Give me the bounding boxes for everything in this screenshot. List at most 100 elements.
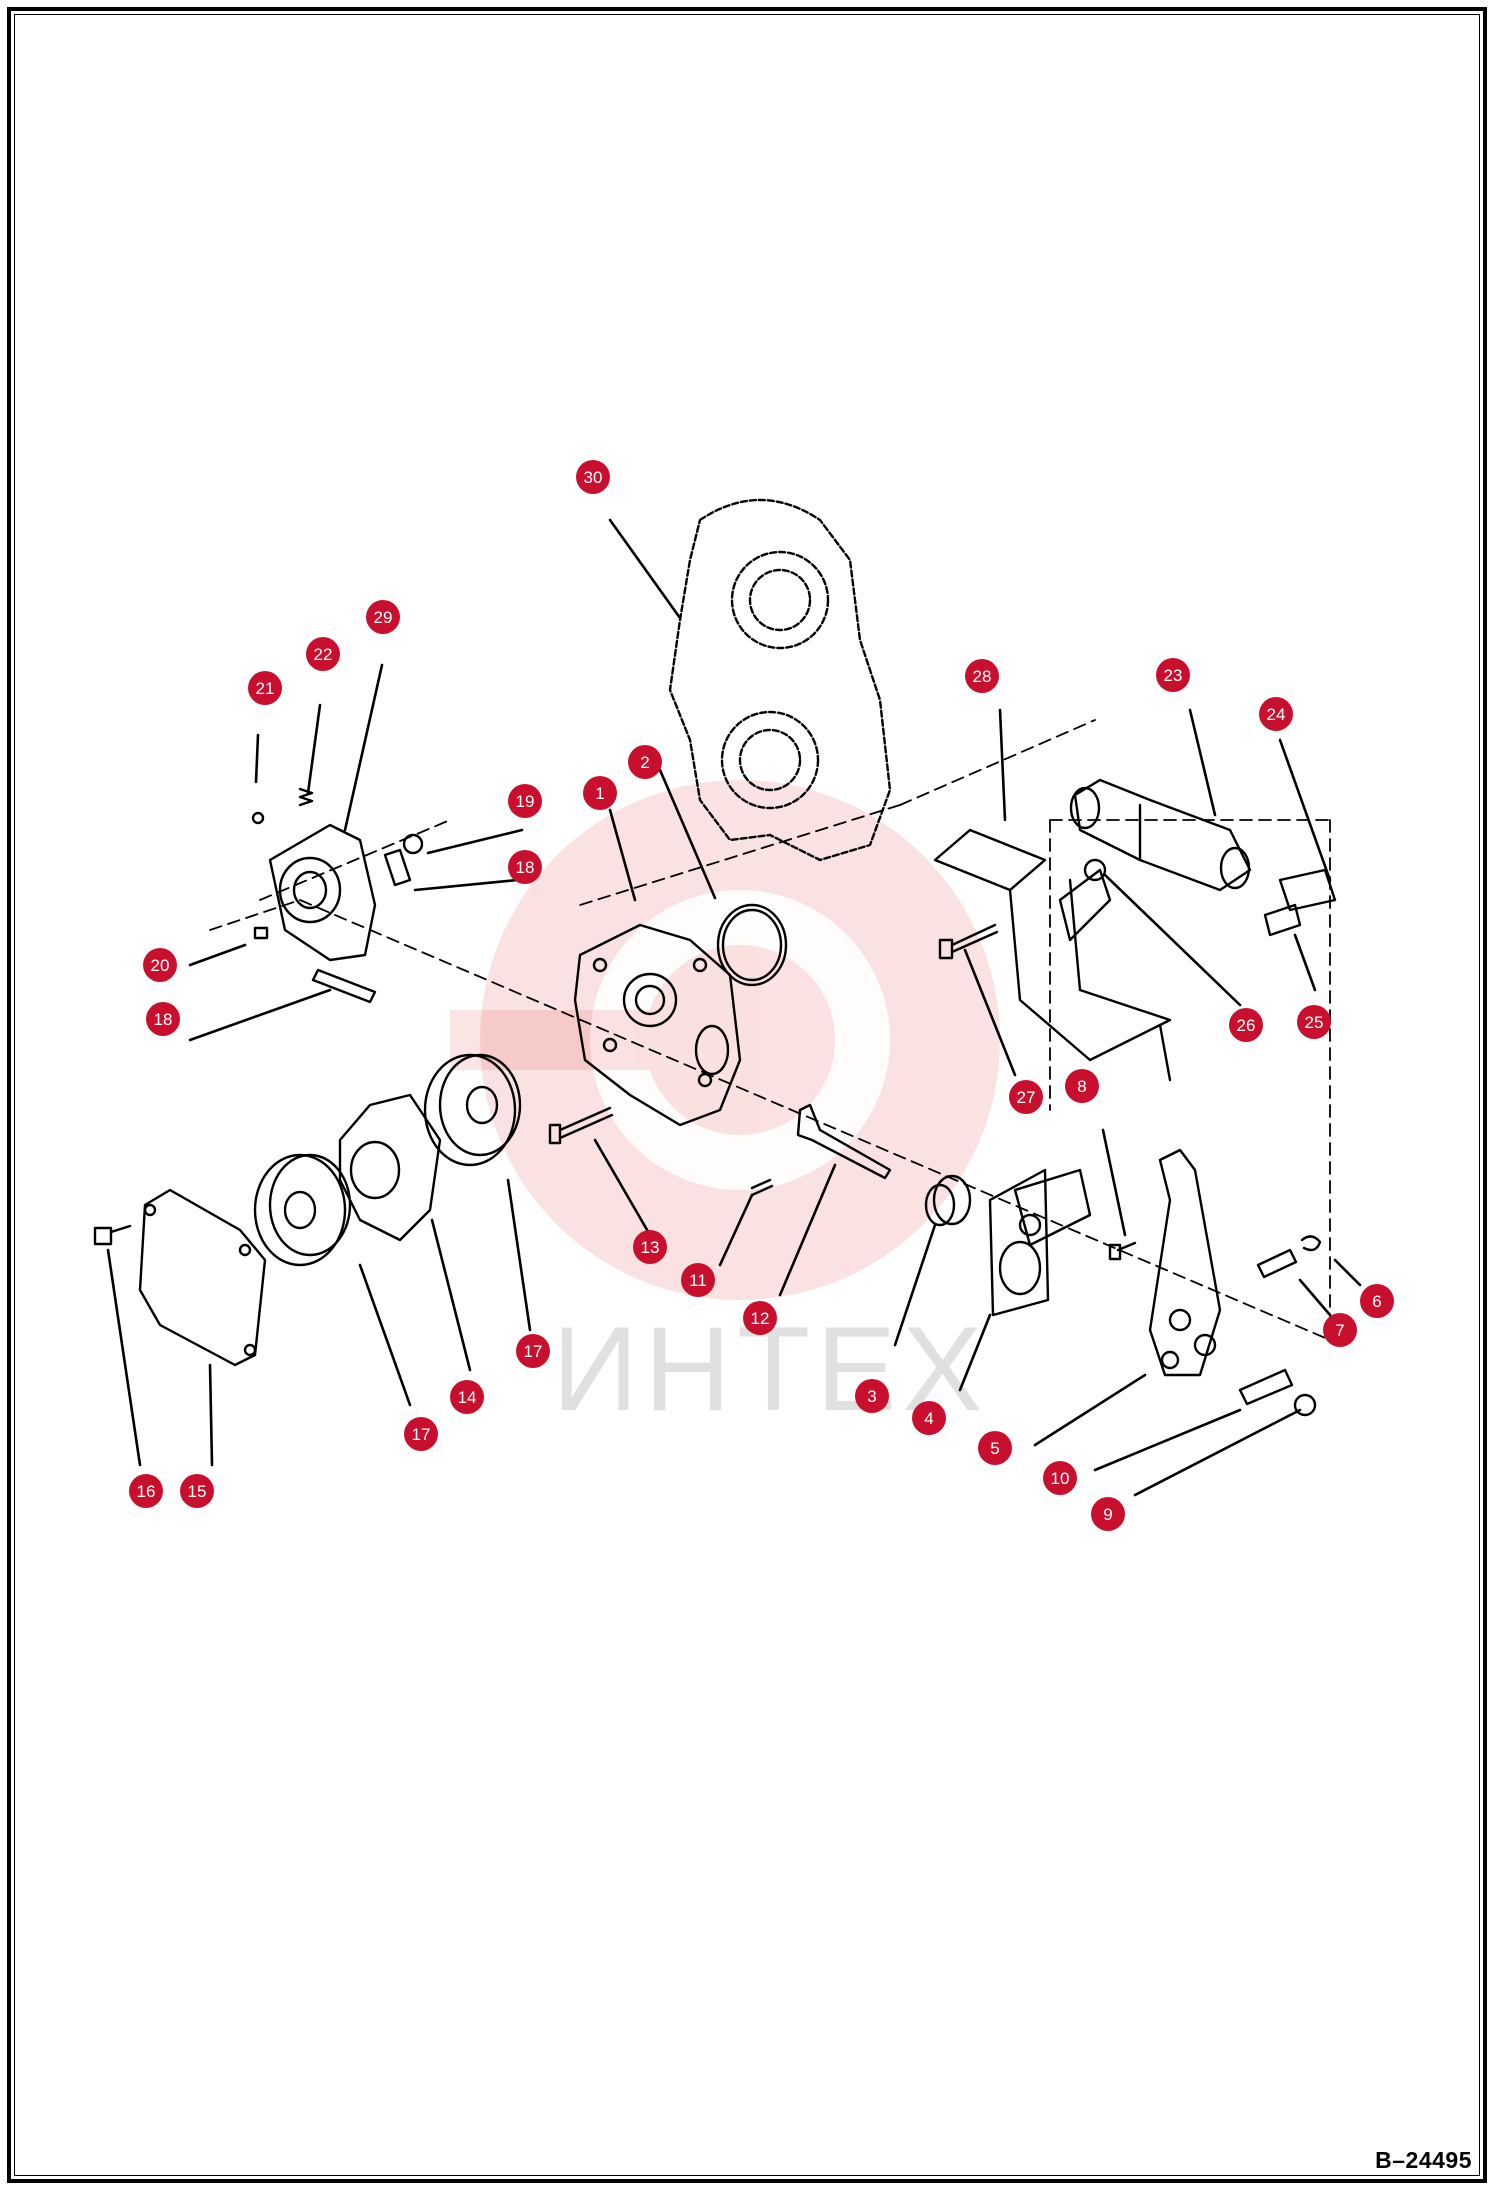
part-28-mounting-bracket [933,828,1172,1082]
diagram-border [7,7,1487,2183]
part-14-plate [338,1093,442,1242]
callout-6: 6 [1360,1284,1394,1318]
callout-10-label: 10 [1051,1469,1070,1488]
part-9-nut [1293,1393,1317,1417]
part-15-end-cover [138,1188,267,1367]
callout-28: 28 [965,659,999,693]
callout-24-label: 24 [1267,705,1286,724]
part-24-clevis [1278,868,1337,912]
callout-17-rear: 17 [516,1334,550,1368]
callout-3: 3 [855,1379,889,1413]
part-1-housing [573,923,742,1127]
part-18-link-lower [311,968,377,1004]
part-23-solenoid [1069,778,1252,892]
drawing-number: B–24495 [1375,2147,1472,2173]
callout-23-label: 23 [1164,666,1183,685]
part-27-bolt [938,923,999,960]
callout-3-label: 3 [867,1387,876,1406]
callout-20: 20 [143,948,177,982]
callout-4-label: 4 [924,1409,933,1428]
callout-8-label: 8 [1077,1077,1086,1096]
callout-30: 30 [576,460,610,494]
callout-19-label: 19 [516,792,535,811]
callout-6-label: 6 [1372,1292,1381,1311]
callout-1-label: 1 [595,784,604,803]
callout-14: 14 [450,1380,484,1414]
callout-10: 10 [1043,1461,1077,1495]
callout-1: 1 [583,776,617,810]
callout-29: 29 [366,600,400,634]
callout-9: 9 [1091,1497,1125,1531]
callout-28-label: 28 [973,667,992,686]
part-17-disc-rear [423,1053,522,1167]
part-2-o-ring [716,903,788,987]
callout-23: 23 [1156,658,1190,692]
callout-21: 21 [248,671,282,705]
callout-5: 5 [978,1431,1012,1465]
callout-11-label: 11 [689,1271,707,1290]
callout-17-front: 17 [404,1417,438,1451]
part-6-clip [1300,1235,1322,1252]
callout-17-rear-label: 17 [524,1342,543,1361]
callout-18-lower-label: 18 [154,1010,173,1029]
callout-29-label: 29 [374,608,393,627]
callout-27-label: 27 [1017,1088,1036,1107]
callout-13: 13 [633,1230,667,1264]
callout-11: 11 [681,1263,715,1297]
part-21-ball [251,811,265,825]
callout-14-label: 14 [458,1388,477,1407]
callout-18-upper: 18 [508,850,542,884]
part-30-gear-case-cover [668,498,892,862]
diagram-inner-border [14,14,1480,2176]
part-20-screw [253,926,269,940]
part-25-clip [1263,903,1302,937]
part-12-shaft [796,1103,892,1180]
callout-21-label: 21 [256,679,275,698]
callout-12-label: 12 [751,1309,770,1328]
callout-13-label: 13 [641,1238,660,1257]
part-26-nut [1083,858,1107,882]
callout-7: 7 [1323,1313,1357,1347]
callout-12: 12 [743,1301,777,1335]
part-4-bracket-plate [988,1168,1092,1317]
part-8-bolt [1108,1241,1137,1261]
callout-4: 4 [912,1401,946,1435]
callout-2: 2 [628,745,662,779]
part-19-nut [402,833,424,855]
callout-25-label: 25 [1305,1013,1324,1032]
part-17-disc-front [253,1153,352,1267]
callout-30-label: 30 [584,468,603,487]
callout-7-label: 7 [1335,1321,1344,1340]
callout-16-label: 16 [137,1482,156,1501]
part-3-bushing [924,1174,972,1227]
part-13-bolt [548,1106,614,1145]
callout-15: 15 [180,1474,214,1508]
callout-20-label: 20 [151,956,170,975]
callout-8: 8 [1065,1069,1099,1103]
callout-25: 25 [1297,1005,1331,1039]
leader-lines [106,518,1362,1497]
callout-16: 16 [129,1474,163,1508]
part-16-bolt [93,1224,132,1246]
callout-22: 22 [306,637,340,671]
callout-18-lower: 18 [146,1002,180,1036]
callout-15-label: 15 [188,1482,207,1501]
part-29-cover [268,823,377,962]
part-10-pin [1238,1368,1294,1406]
callout-17-front-label: 17 [412,1425,431,1444]
callout-22-label: 22 [314,645,333,664]
callout-5-label: 5 [990,1439,999,1458]
callout-26-label: 26 [1237,1016,1256,1035]
callout-9-label: 9 [1103,1505,1112,1524]
part-11-pin [750,1178,774,1197]
part-7-pin [1256,1248,1298,1279]
callout-24: 24 [1259,697,1293,731]
callout-2-label: 2 [640,753,649,772]
part-18-link-upper [383,848,412,887]
callout-19: 19 [508,784,542,818]
callout-27: 27 [1009,1080,1043,1114]
callout-18-upper-label: 18 [516,858,535,877]
part-5-lever [1148,1148,1222,1377]
